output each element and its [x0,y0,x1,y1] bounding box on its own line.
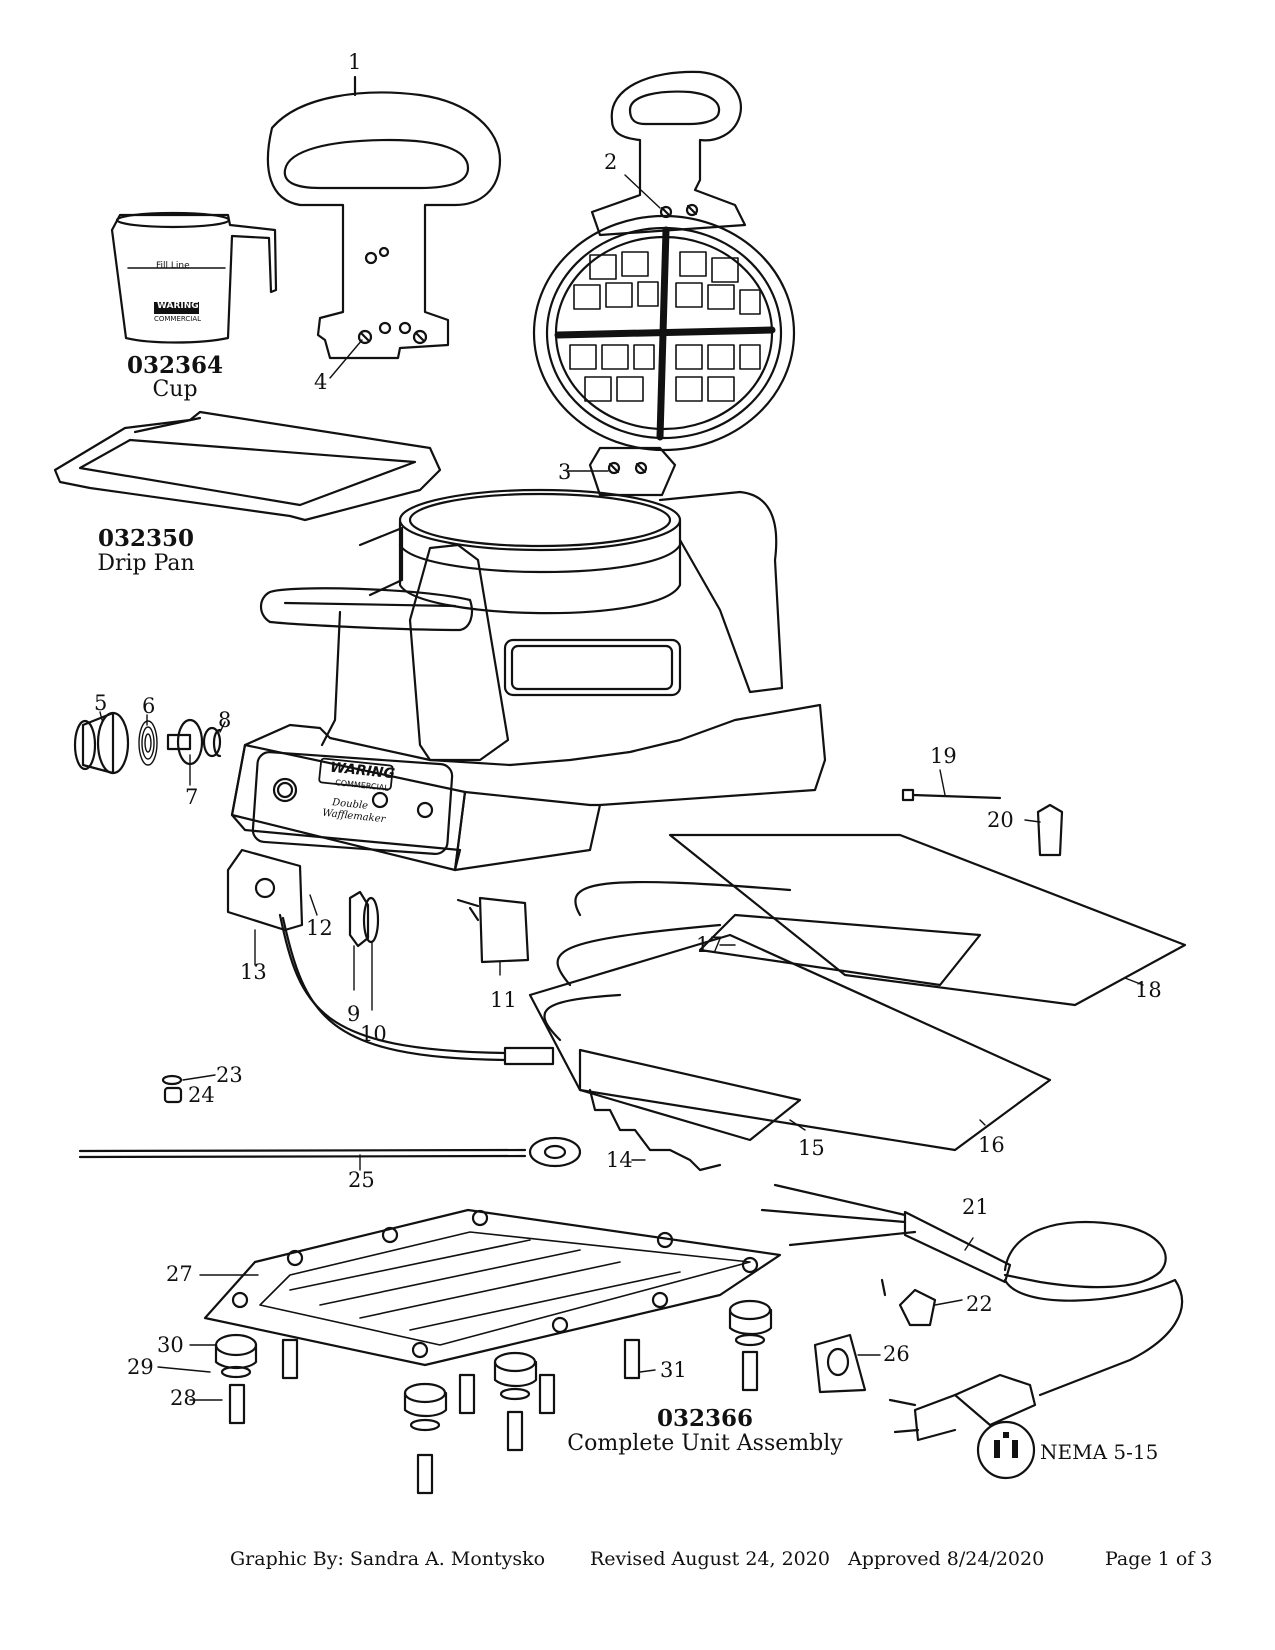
footer-graphic-by: Graphic By: Sandra A. Montysko [230,1548,546,1570]
footer-approved: Approved 8/24/2020 [848,1548,1045,1570]
parts-5-to-8-knob-group [73,711,222,775]
footer-revised: Revised August 24, 2020 [590,1548,830,1570]
callout-4: 4 [314,370,328,394]
callout-28: 28 [170,1386,197,1410]
callout-22: 22 [966,1292,993,1316]
parts-9-to-13 [226,848,555,1066]
assembly-part-number: 032366 [656,1405,754,1432]
callout-12: 12 [306,916,333,940]
callout-5: 5 [94,691,108,715]
callout-29: 29 [127,1355,154,1379]
callout-3: 3 [558,460,572,484]
parts-23-24-25 [78,1074,582,1168]
cup-brand-text: WARING [157,301,199,311]
callout-17: 17 [696,933,723,957]
assembly-name: Complete Unit Assembly [567,1431,843,1456]
parts-19-20 [901,788,1064,857]
callout-25: 25 [348,1168,375,1192]
callout-14: 14 [606,1148,633,1172]
cup-illustration [110,211,278,344]
part-1-handle [266,75,502,360]
callout-30: 30 [157,1333,184,1357]
callout-2: 2 [604,150,618,174]
callout-18: 18 [1135,978,1162,1002]
cup-brand-sub-text: COMMERCIAL [154,315,202,323]
callout-9: 9 [347,1002,361,1026]
callout-15: 15 [798,1136,825,1160]
callout-24: 24 [188,1083,215,1107]
callout-23: 23 [216,1063,243,1087]
callout-27: 27 [166,1262,193,1286]
callout-13: 13 [240,960,267,984]
callout-8: 8 [218,708,232,732]
cup-part-number: 032364 [126,352,224,379]
footer-page: Page 1 of 3 [1105,1548,1213,1570]
heater-plates [528,833,1187,1172]
drip-pan-name: Drip Pan [97,551,195,576]
callout-21: 21 [962,1195,989,1219]
bottom-plate-and-feet [203,1208,782,1495]
callout-10: 10 [360,1022,387,1046]
drip-pan-illustration [53,410,442,522]
callout-31: 31 [660,1358,687,1382]
callout-7: 7 [185,785,199,809]
callout-1: 1 [348,50,362,74]
callout-26: 26 [883,1342,910,1366]
nema-label: NEMA 5-15 [1040,1440,1159,1464]
cup-fill-line-text: Fill Line [156,261,190,271]
callout-16: 16 [978,1133,1005,1157]
drip-pan-part-number: 032350 [97,525,195,552]
callout-leader-lines [99,174,1144,1401]
base-unit [230,488,827,872]
callout-11: 11 [490,988,517,1012]
callout-20: 20 [987,808,1014,832]
callout-6: 6 [142,694,156,718]
power-cord-group [760,1183,1184,1480]
cup-name: Cup [152,377,198,402]
callout-19: 19 [930,744,957,768]
upper-plate-assembly [532,70,796,497]
